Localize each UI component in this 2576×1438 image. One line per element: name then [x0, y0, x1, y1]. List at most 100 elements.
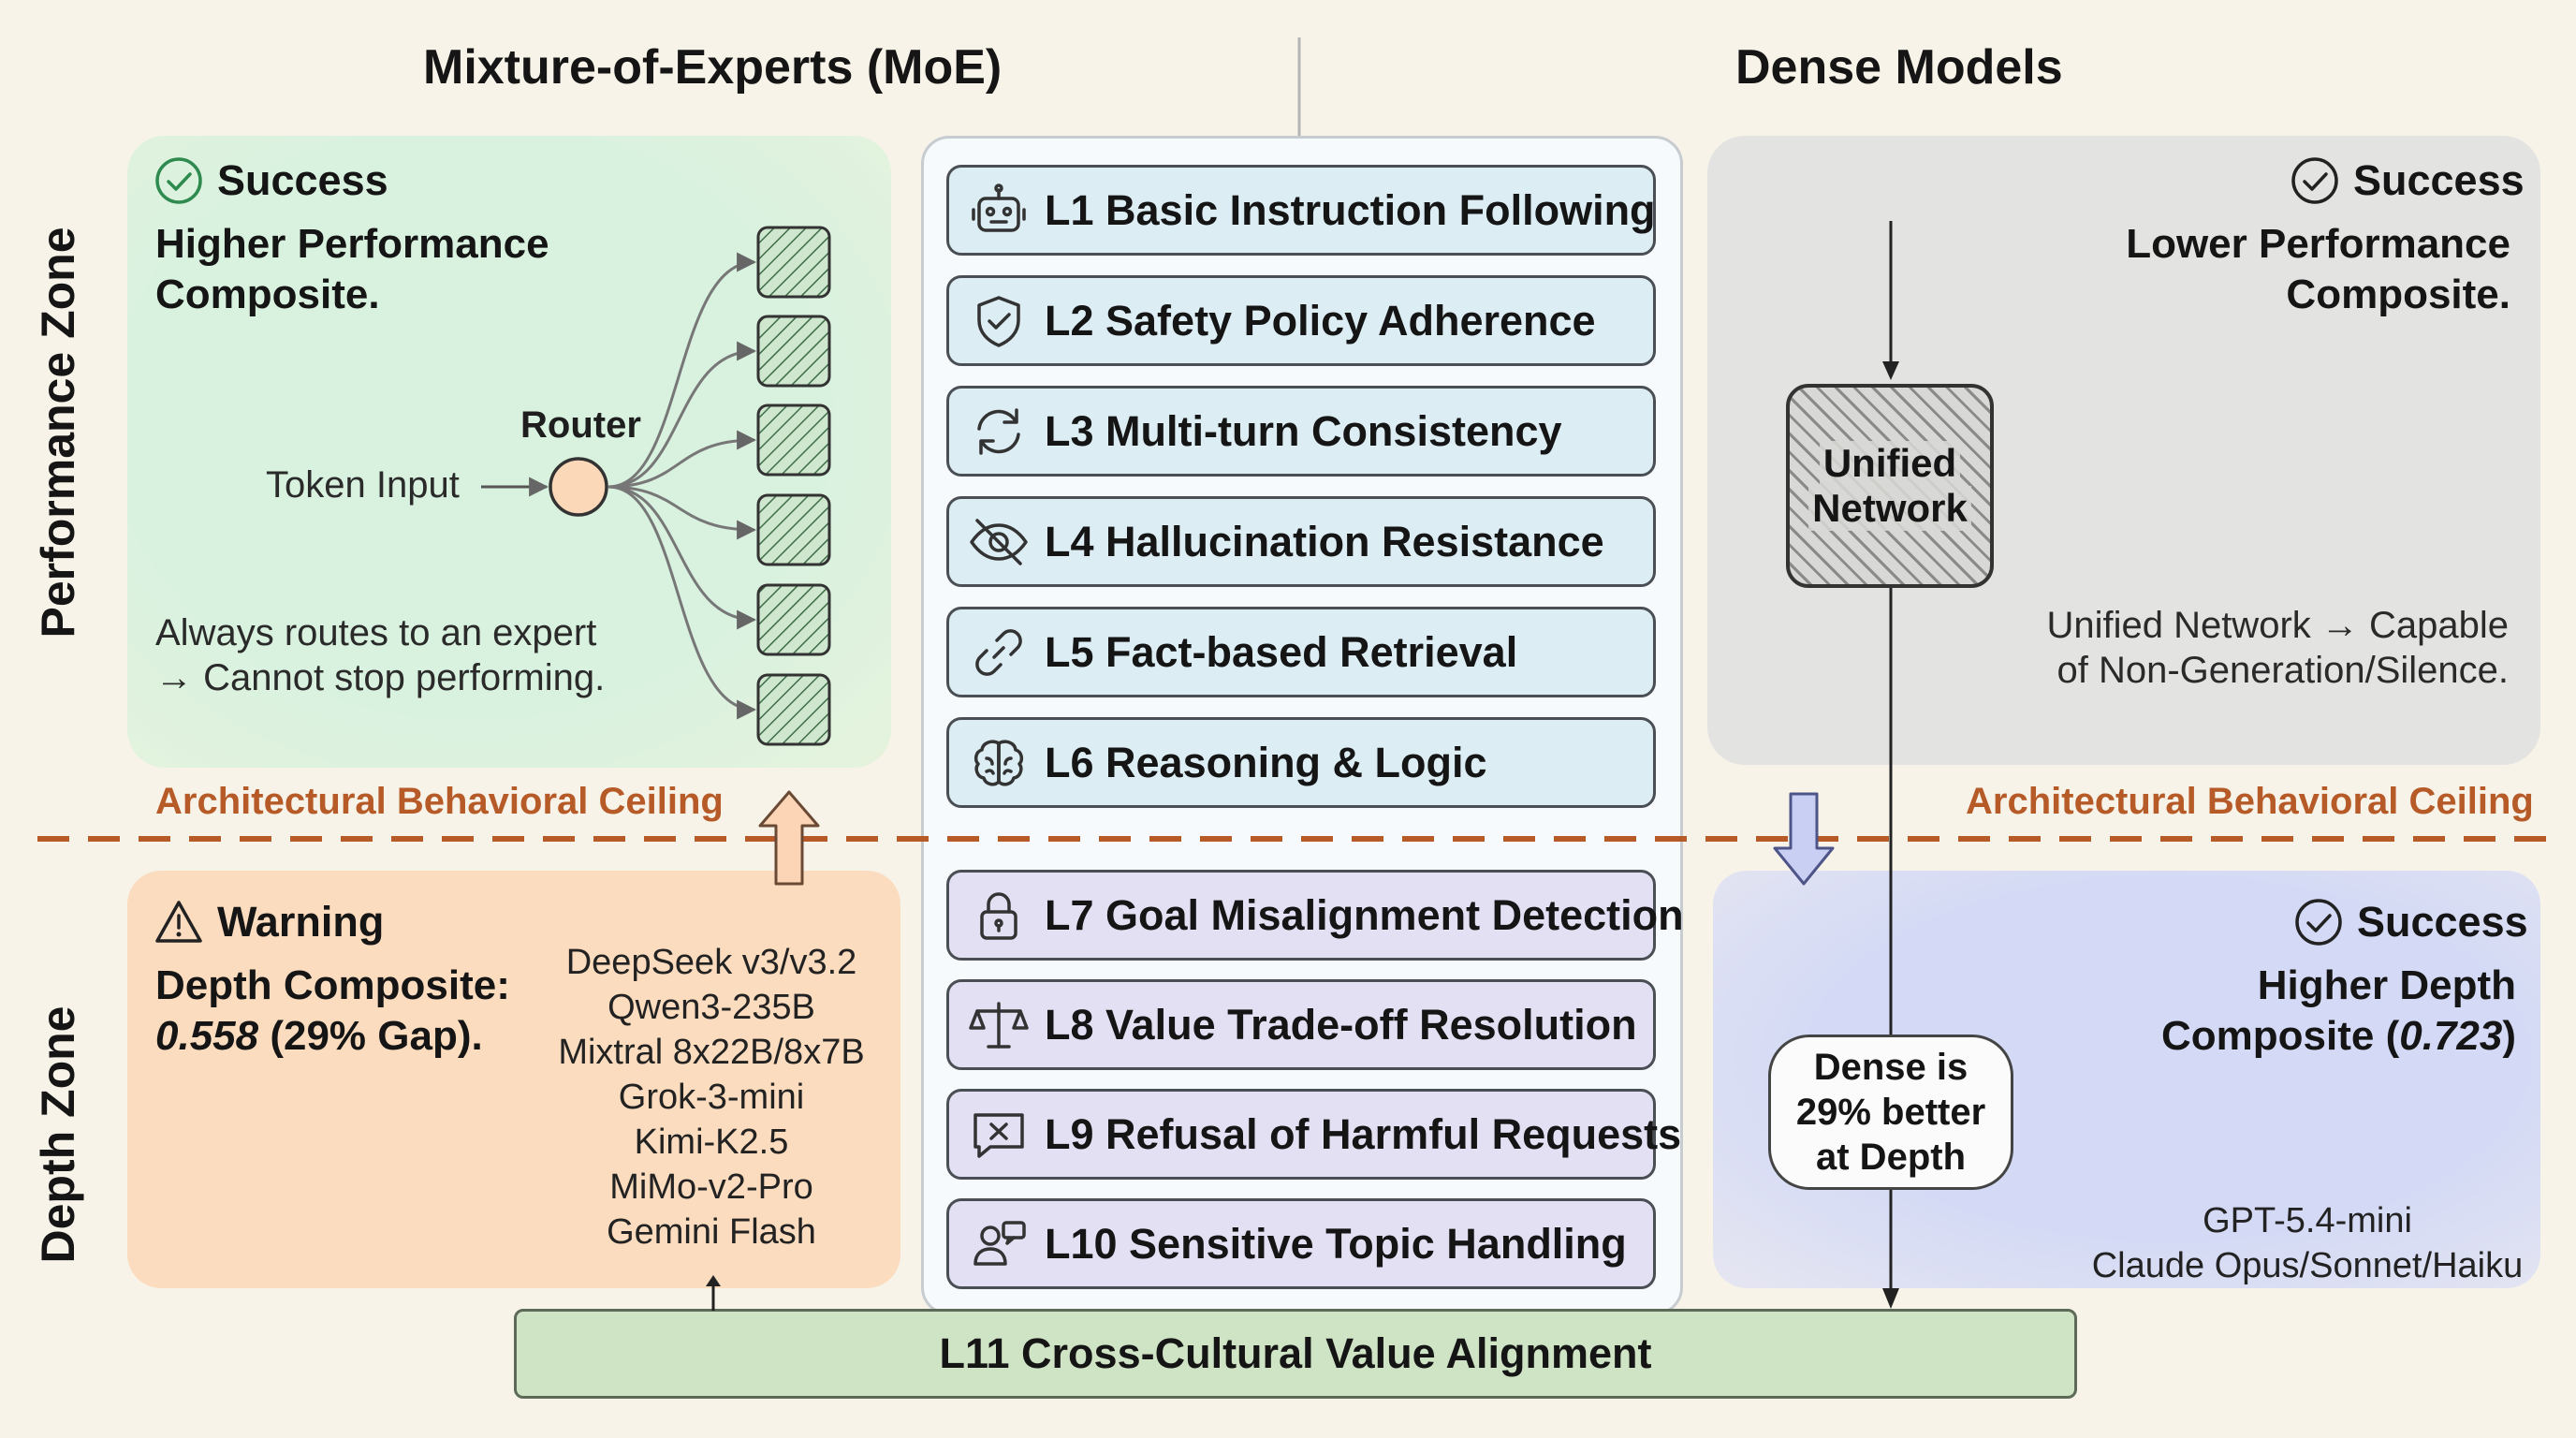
- shield-check-icon: [966, 288, 1032, 354]
- layer-l5: L5 Fact-based Retrieval: [946, 607, 1656, 697]
- text-line: Composite.: [155, 271, 380, 317]
- layer-l4: L4 Hallucination Resistance: [946, 496, 1656, 587]
- lock-icon: [966, 883, 1032, 948]
- text-line: → Cannot stop performing.: [155, 657, 606, 698]
- brain-icon: [966, 730, 1032, 796]
- depth-value: 0.723: [2399, 1013, 2503, 1059]
- text-part: ): [2502, 1013, 2516, 1059]
- moe-routing-note: Always routes to an expert → Cannot stop…: [155, 610, 605, 700]
- scales-icon: [966, 992, 1032, 1058]
- check-circle-icon: [2291, 157, 2338, 204]
- depth-gap: (29% Gap).: [258, 1013, 483, 1059]
- depth-zone-label: Depth Zone: [32, 1005, 84, 1264]
- moe-title: Mixture-of-Experts (MoE): [423, 40, 1003, 95]
- dense-model-list: GPT-5.4-mini Claude Opus/Sonnet/Haiku: [2069, 1198, 2546, 1288]
- dense-depth-status: Success: [2293, 897, 2528, 947]
- layer-l6: L6 Reasoning & Logic: [946, 717, 1656, 808]
- check-circle-icon: [2295, 899, 2342, 946]
- text-line: Higher Depth: [2257, 962, 2516, 1008]
- moe-model-list: DeepSeek v3/v3.2 Qwen3-235B Mixtral 8x22…: [550, 940, 872, 1255]
- text-line: Dense is: [1813, 1047, 1969, 1088]
- list-item: DeepSeek v3/v3.2: [565, 943, 857, 982]
- performance-zone-label: Performance Zone: [32, 227, 84, 638]
- text-line: Higher Performance: [155, 221, 549, 267]
- text-line: Composite.: [2286, 271, 2510, 317]
- layer-l9: L9 Refusal of Harmful Requests: [946, 1089, 1681, 1180]
- unified-network-box: Unified Network: [1786, 384, 1994, 588]
- layer-l10: L10 Sensitive Topic Handling: [946, 1198, 1656, 1289]
- text-line: Always routes to an expert: [155, 612, 597, 653]
- moe-perf-status: Success: [154, 155, 388, 206]
- check-circle-icon: [155, 157, 202, 204]
- layer-label: L7 Goal Misalignment Detection: [1045, 890, 1684, 939]
- text-line: Unified Network → Capable: [2046, 605, 2509, 646]
- moe-depth-status: Warning: [154, 897, 384, 947]
- layer-label: L4 Hallucination Resistance: [1045, 517, 1604, 565]
- text-line: 29% better: [1795, 1092, 1986, 1133]
- list-item: MiMo-v2-Pro: [609, 1167, 813, 1207]
- moe-perf-text: Higher Performance Composite.: [155, 219, 549, 320]
- depth-value: 0.558: [155, 1013, 259, 1059]
- robot-icon: [966, 178, 1032, 243]
- dense-silence-note: Unified Network → Capable of Non-Generat…: [1984, 603, 2509, 693]
- text-line: Depth Composite:: [155, 962, 510, 1008]
- ceiling-line: [37, 836, 2546, 842]
- layer-label: L3 Multi-turn Consistency: [1045, 406, 1562, 455]
- layer-label: L5 Fact-based Retrieval: [1045, 627, 1518, 676]
- layer-l11: L11 Cross-Cultural Value Alignment: [514, 1309, 2077, 1399]
- eye-off-icon: [966, 509, 1032, 575]
- dense-perf-text: Lower Performance Composite.: [2041, 219, 2510, 320]
- status-label: Success: [217, 156, 388, 204]
- up-arrow-icon: [758, 790, 820, 886]
- token-input-label: Token Input: [266, 464, 460, 506]
- text-line: Network: [1808, 486, 1971, 531]
- dense-advantage-bubble: Dense is 29% better at Depth: [1768, 1034, 2013, 1190]
- layer-l1: L1 Basic Instruction Following: [946, 165, 1656, 256]
- moe-ceiling-label: Architectural Behavioral Ceiling: [155, 781, 724, 822]
- layer-label: L2 Safety Policy Adherence: [1045, 296, 1596, 345]
- layer-l3: L3 Multi-turn Consistency: [946, 386, 1656, 477]
- text-line: Composite (0.723): [2012, 1011, 2516, 1062]
- refresh-icon: [966, 399, 1032, 464]
- dense-ceiling-label: Architectural Behavioral Ceiling: [1966, 781, 2534, 822]
- text-line: Lower Performance: [2126, 221, 2510, 267]
- title-divider: [1297, 37, 1301, 136]
- list-item: Qwen3-235B: [607, 988, 815, 1027]
- list-item: Claude Opus/Sonnet/Haiku: [2091, 1246, 2524, 1285]
- layer-l7: L7 Goal Misalignment Detection: [946, 870, 1684, 961]
- dense-depth-text: Higher Depth Composite (0.723): [2012, 961, 2516, 1062]
- list-item: Kimi-K2.5: [634, 1123, 789, 1162]
- moe-depth-panel: [127, 871, 900, 1288]
- layer-label: L6 Reasoning & Logic: [1045, 738, 1487, 786]
- layer-l8: L8 Value Trade-off Resolution: [946, 979, 1656, 1070]
- list-item: Mixtral 8x22B/8x7B: [558, 1033, 865, 1072]
- text-line: of Non-Generation/Silence.: [2056, 650, 2510, 691]
- text-part: Composite (: [2161, 1013, 2400, 1059]
- dense-perf-status: Success: [2290, 155, 2525, 206]
- moe-depth-text: Depth Composite: 0.558 (29% Gap).: [155, 961, 510, 1062]
- message-x-icon: [966, 1102, 1032, 1167]
- layer-label: L11 Cross-Cultural Value Alignment: [939, 1329, 1652, 1377]
- router-label: Router: [520, 404, 641, 446]
- layer-l2: L2 Safety Policy Adherence: [946, 275, 1656, 366]
- router-diagram: [481, 226, 831, 746]
- warning-icon: [155, 901, 202, 943]
- dense-title: Dense Models: [1735, 40, 2063, 95]
- status-label: Success: [2357, 898, 2528, 946]
- layer-label: L10 Sensitive Topic Handling: [1045, 1219, 1627, 1268]
- list-item: Grok-3-mini: [618, 1078, 805, 1117]
- list-item: GPT-5.4-mini: [2203, 1201, 2412, 1240]
- text-line: 0.558 (29% Gap).: [155, 1011, 510, 1062]
- status-label: Warning: [217, 898, 385, 946]
- layer-label: L8 Value Trade-off Resolution: [1045, 1000, 1637, 1049]
- list-item: Gemini Flash: [607, 1212, 816, 1252]
- text-line: Unified: [1819, 441, 1961, 486]
- moe-connector-arrow: [706, 1275, 721, 1311]
- layer-label: L9 Refusal of Harmful Requests: [1045, 1109, 1682, 1158]
- text-line: at Depth: [1816, 1137, 1966, 1178]
- status-label: Success: [2353, 156, 2525, 204]
- link-icon: [966, 620, 1032, 685]
- users-icon: [966, 1211, 1032, 1277]
- layer-label: L1 Basic Instruction Following: [1045, 185, 1656, 234]
- down-arrow-icon: [1773, 792, 1835, 886]
